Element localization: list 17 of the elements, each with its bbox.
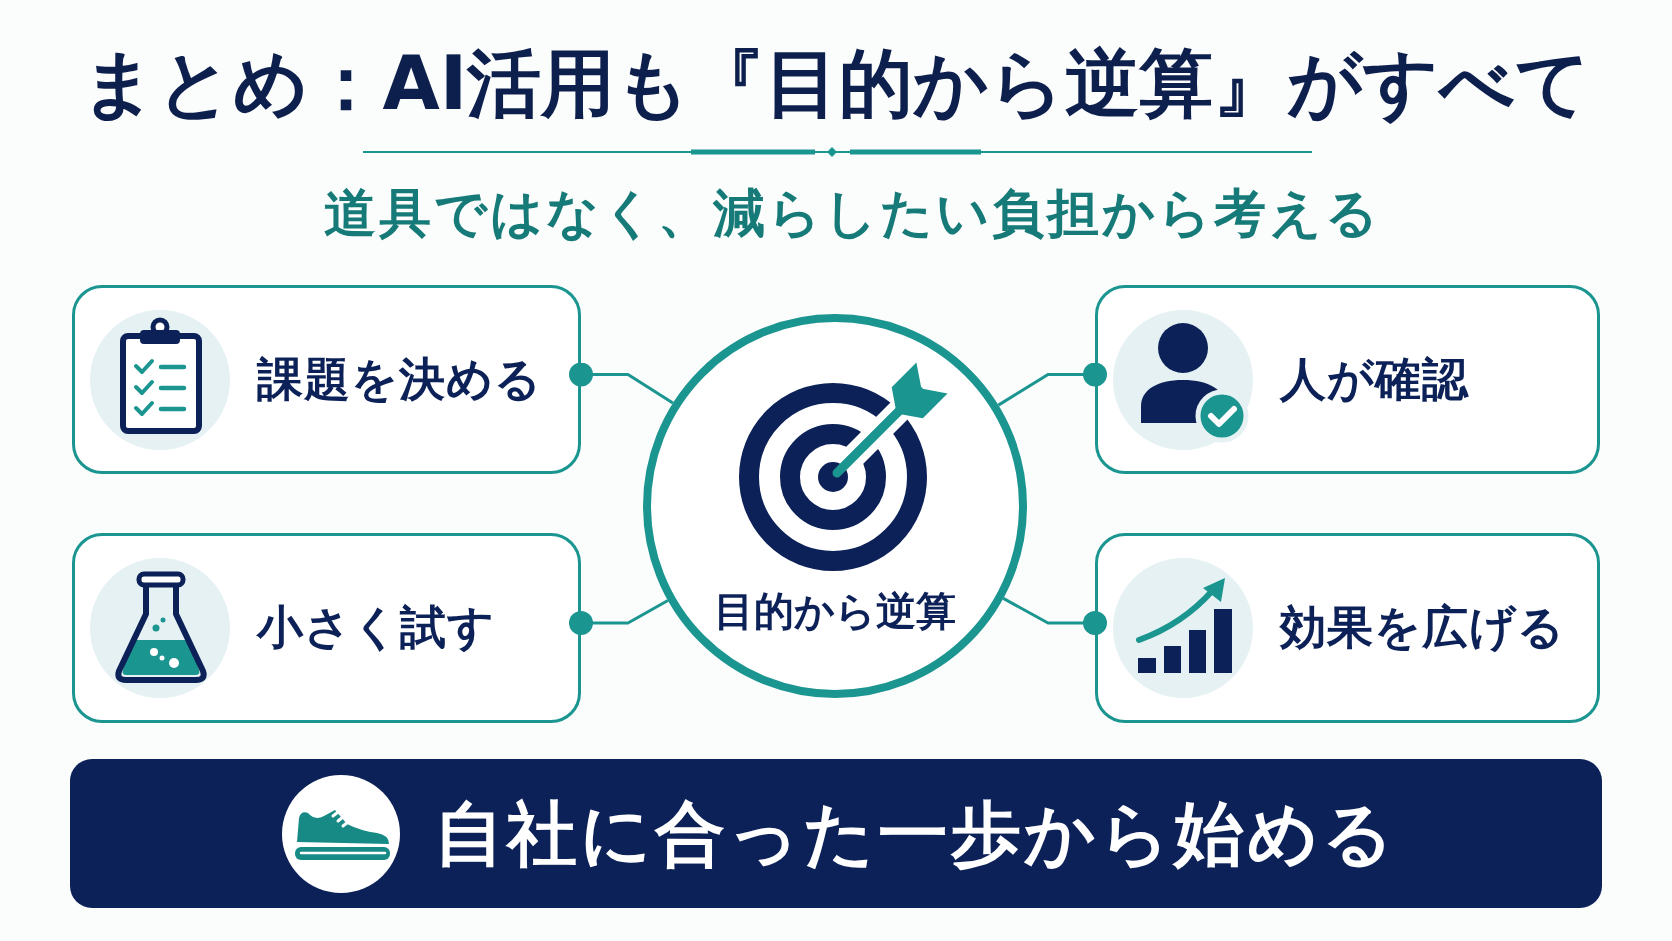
banner-bar	[70, 759, 1602, 908]
step-box	[1095, 533, 1600, 723]
step-label: 人が確認	[1280, 351, 1469, 407]
connector-line	[569, 362, 674, 405]
step-box	[1095, 285, 1600, 474]
connector-line	[569, 599, 669, 635]
subtitle-text: 道具ではなく、減らしたい負担から考える	[323, 182, 1381, 245]
step-box	[72, 285, 581, 474]
step-label: 小さく試す	[257, 600, 495, 656]
title-heading: まとめ：AI活用も『目的から逆算』がすべて	[80, 39, 1592, 128]
step-box	[72, 533, 581, 723]
connector-line	[1002, 597, 1107, 635]
connector-line	[997, 362, 1107, 407]
banner-text: 自社に合った一歩から始める	[434, 791, 1397, 876]
hub-label: 目的から逆算	[714, 587, 956, 635]
step-label: 効果を広げる	[1280, 600, 1565, 656]
step-label: 課題を決める	[257, 351, 542, 407]
